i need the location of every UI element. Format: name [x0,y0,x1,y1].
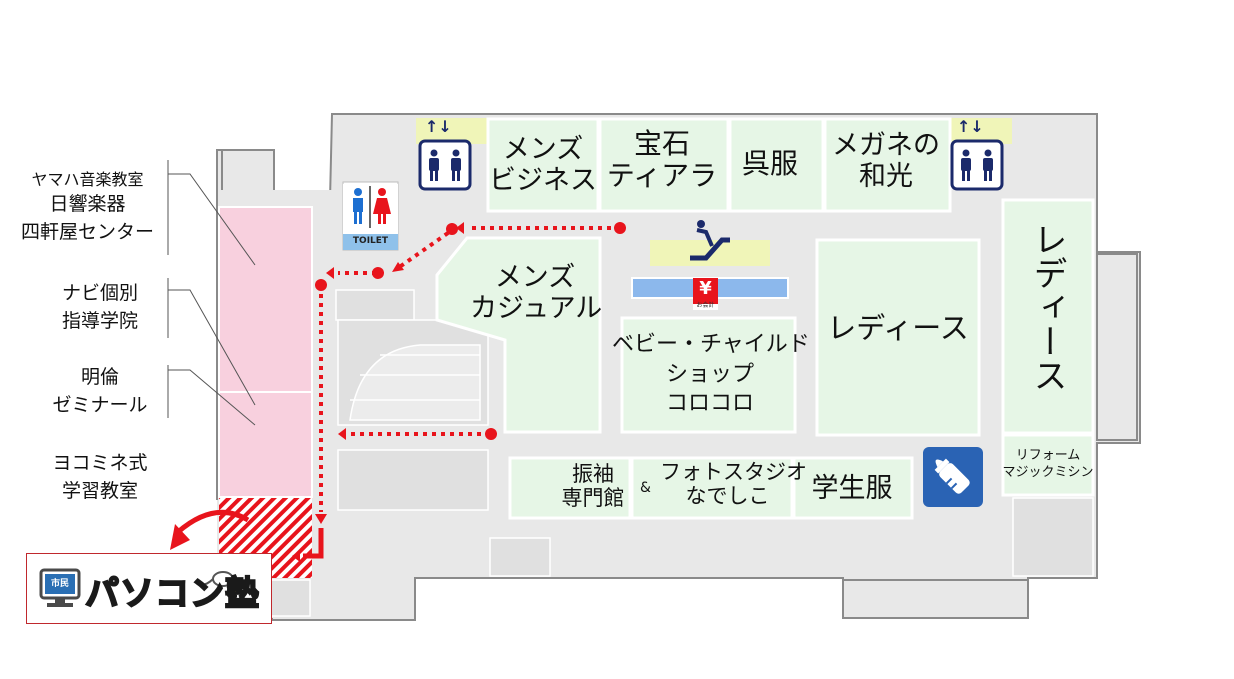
label-mens-business: メンズビジネス [489,134,597,197]
route-markers [170,222,626,562]
logo-text: パソコン塾 [84,573,260,615]
label-reform: リフォームマジックミシン [1002,448,1094,480]
label-ampersand: & [640,480,651,496]
sidebar-group-yokomine: ヨコミネ式 学習教室 [52,452,148,502]
label-jewelry-tiara: 宝石ティアラ [606,127,718,193]
label-photo-studio: フォトスタジオなでしこ [660,460,807,509]
sidebar-group-meirin: 明倫 ゼミナール [52,366,148,416]
shop-jewelry-tiara [598,117,730,213]
shop-ladies-center [815,238,981,437]
label-megane-wako: メガネの和光 [832,130,940,193]
shop-reform [1001,433,1095,497]
elevator-arrows-right: ↑↓ [957,117,984,136]
shop-furisode [508,456,632,520]
toilet-icon [343,184,398,250]
label-furisode: 振袖専門館 [561,462,625,511]
shop-baby-child [620,316,797,434]
yen-symbol: ¥ [699,278,712,299]
elevator-icon [950,139,1004,191]
shop-gofuku [728,117,825,213]
shop-student-uniform [792,456,914,520]
sidebar-group-yamaha: ヤマハ音楽教室 日響楽器 四軒屋センター [20,170,154,243]
sidebar-dividers [167,160,256,426]
logo-badge: 市民 [50,579,69,589]
route-path [176,226,620,559]
staircase [219,289,1094,617]
classroom-block [218,206,313,578]
label-baby-child: ベビー・チャイルドショップコロコロ [612,332,810,417]
sidebar-group-navi: ナビ個別 指導学院 [61,282,138,332]
shop-photo-studio [630,456,794,520]
yen-cashier-icon [693,278,718,310]
shops [435,117,1095,520]
label-ladies-right: レディース [1027,222,1067,392]
baby-bottle-icon [923,447,983,507]
shop-ladies-right [1001,198,1095,435]
label-ladies-center: レディース [827,311,969,345]
computer-icon [39,568,81,607]
shop-megane-wako [823,117,952,213]
mouse-icon [196,571,234,587]
label-student-uniform: 学生服 [811,473,893,504]
cashier-label: お会計 [696,302,715,309]
shop-mens-business [486,117,600,213]
label-gofuku: 呉服 [741,147,798,180]
escalator-icon [690,220,730,261]
label-mens-casual: メンズカジュアル [470,262,603,325]
pasocon-juku-logo[interactable]: 市民 パソコン塾 [26,553,272,624]
shop-mens-casual [435,236,602,434]
toilet-label: TOILET [352,236,389,246]
elevator-icon [418,139,472,191]
elevator-arrows-left: ↑↓ [425,117,452,136]
